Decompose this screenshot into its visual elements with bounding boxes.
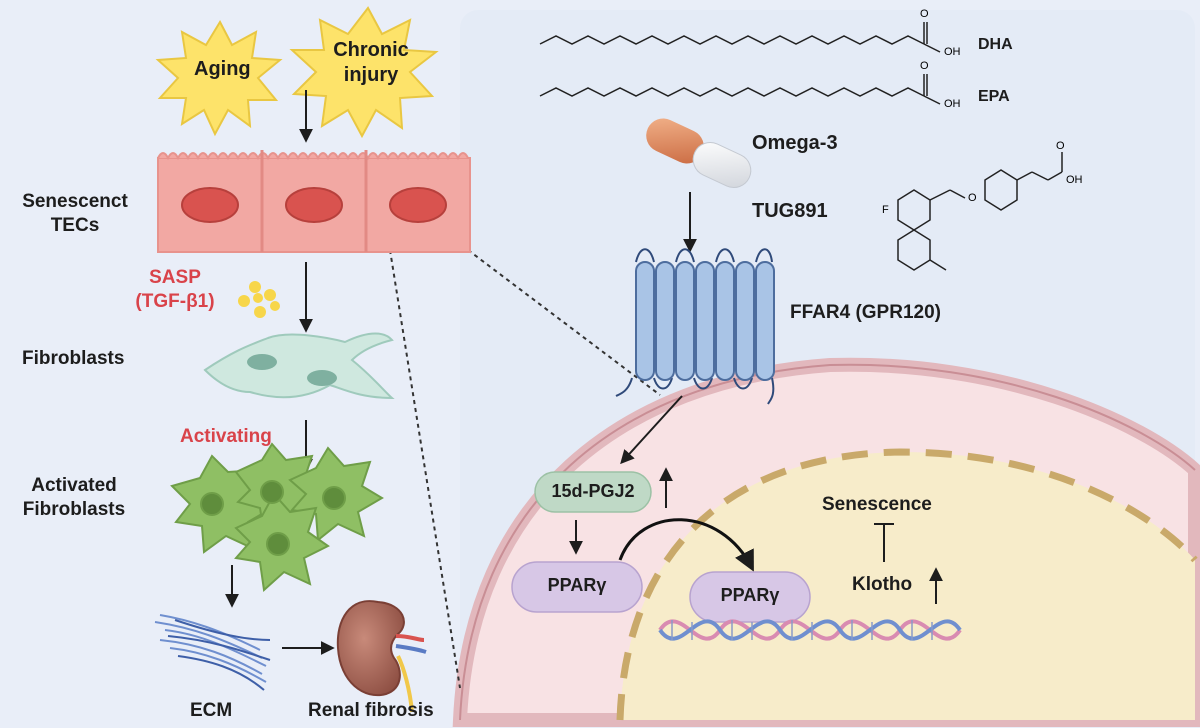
- senescent-tecs-line1: Senescenct: [22, 191, 128, 212]
- tug891-label: TUG891: [752, 200, 828, 222]
- dna-helix-icon: [658, 619, 962, 641]
- chronic-injury-line1: Chronic: [333, 39, 409, 61]
- activated-fibroblasts-line1: Activated: [31, 475, 117, 496]
- capsule-icon: [646, 118, 752, 188]
- epa-label: EPA: [978, 88, 1010, 105]
- epa-structure: [539, 74, 941, 105]
- tug891-fluorine: F: [882, 204, 889, 216]
- klotho-label: Klotho: [852, 574, 913, 595]
- nucleus: [616, 448, 1198, 721]
- senescence-label: Senescence: [822, 494, 932, 515]
- kidney-icon: [336, 600, 427, 713]
- ppar-cytoplasm-box: [511, 561, 643, 613]
- fibroblasts-illustration: [203, 332, 395, 400]
- aging-label: Aging: [194, 58, 251, 80]
- zoom-line-bottom: [389, 249, 461, 689]
- sun-burst-icon: [155, 19, 283, 137]
- renal-fibrosis-label: Renal fibrosis: [308, 700, 434, 721]
- chronic-injury-label: Chronic injury: [326, 38, 416, 88]
- tug891-oxygen: O: [968, 192, 977, 204]
- activated-fibroblasts-illustration: [170, 442, 384, 592]
- sasp-line2: (TGF-β1): [135, 291, 215, 312]
- activating-label: Activating: [180, 426, 272, 447]
- epa-oxygen: O: [920, 60, 929, 72]
- ppar-cytoplasm-label: PPARγ: [547, 575, 607, 595]
- ppar-nucleus-label: PPARγ: [720, 585, 780, 605]
- chronic-injury-line2: injury: [343, 64, 399, 86]
- dha-oxygen: O: [920, 8, 929, 20]
- ecm-label: ECM: [190, 700, 233, 721]
- fibroblasts-label: Fibroblasts: [22, 348, 125, 369]
- dha-structure: [539, 22, 941, 53]
- ppar-nucleus-box: [689, 571, 811, 623]
- activated-fibroblasts-line2: Fibroblasts: [22, 499, 126, 520]
- pgj2-label: 15d-PGJ2: [551, 481, 635, 501]
- dha-label: DHA: [978, 36, 1013, 53]
- epa-hydroxyl: OH: [944, 98, 961, 110]
- ffar4-label: FFAR4 (GPR120): [790, 302, 941, 323]
- omega3-label: Omega-3: [752, 132, 838, 154]
- senescent-tecs-label: Senescenct TECs: [10, 190, 140, 238]
- tug891-carbonyl-oxygen: O: [1056, 140, 1065, 152]
- senescent-tec-cells: [157, 150, 471, 253]
- tug891-structure: [897, 152, 1063, 271]
- sasp-label: SASP (TGF-β1): [120, 266, 230, 314]
- zoom-line-top: [467, 249, 661, 396]
- pgj2-box: [534, 471, 652, 513]
- ffar4-receptor: [615, 248, 775, 405]
- senescent-tecs-line2: TECs: [50, 215, 100, 236]
- sasp-line1: SASP: [149, 267, 201, 288]
- sasp-dots: [238, 281, 280, 318]
- fiber-bundle-icon: [154, 614, 271, 691]
- tug891-hydroxyl: OH: [1066, 174, 1083, 186]
- translocation-arrow: [618, 518, 754, 572]
- sun-burst-icon: [289, 6, 439, 139]
- dha-hydroxyl: OH: [944, 46, 961, 58]
- activated-fibroblasts-label: Activated Fibroblasts: [14, 474, 134, 522]
